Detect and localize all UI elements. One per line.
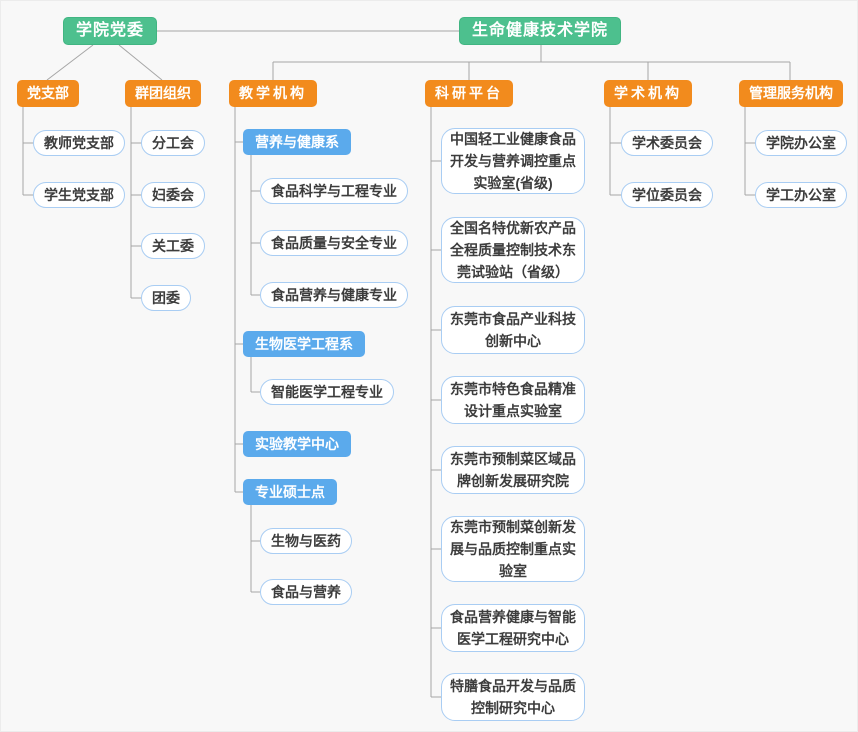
leaf-research-station-agri-products[interactable]: 全国名特优新农产品全程质量控制技术东莞试验站（省级） [441, 217, 585, 283]
leaf-teacher-party-branch[interactable]: 教师党支部 [33, 130, 125, 156]
leaf-labor-union[interactable]: 分工会 [141, 130, 205, 156]
leaf-research-premade-dish-institute[interactable]: 东莞市预制菜区域品牌创新发展研究院 [441, 446, 585, 494]
leaf-food-nutrition[interactable]: 食品与营养 [260, 579, 352, 605]
leaf-intelligent-medical-engineering-major[interactable]: 智能医学工程专业 [260, 379, 394, 405]
leaf-food-science-engineering-major[interactable]: 食品科学与工程专业 [260, 178, 408, 204]
branch-admin-service-institutions[interactable]: 管理服务机构 [739, 80, 843, 107]
dept-biomedical-engineering[interactable]: 生物医学工程系 [243, 331, 365, 357]
branch-research-platforms[interactable]: 科研平台 [425, 80, 513, 107]
leaf-student-party-branch[interactable]: 学生党支部 [33, 182, 125, 208]
leaf-food-nutrition-health-major[interactable]: 食品营养与健康专业 [260, 282, 408, 308]
leaf-college-office[interactable]: 学院办公室 [755, 130, 847, 156]
leaf-research-special-food-center[interactable]: 特膳食品开发与品质控制研究中心 [441, 673, 585, 721]
leaf-student-affairs-office[interactable]: 学工办公室 [755, 182, 847, 208]
leaf-degree-committee[interactable]: 学位委员会 [621, 182, 713, 208]
branch-mass-organizations[interactable]: 群团组织 [125, 80, 201, 107]
leaf-research-food-industry-center[interactable]: 东莞市食品产业科技创新中心 [441, 306, 585, 354]
leaf-research-premade-dish-lab[interactable]: 东莞市预制菜创新发展与品质控制重点实验室 [441, 516, 585, 582]
leaf-women-committee[interactable]: 妇委会 [141, 182, 205, 208]
leaf-academic-committee[interactable]: 学术委员会 [621, 130, 713, 156]
dept-professional-masters[interactable]: 专业硕士点 [243, 479, 337, 505]
leaf-research-nutrition-medical-center[interactable]: 食品营养健康与智能医学工程研究中心 [441, 604, 585, 652]
dept-nutrition-health[interactable]: 营养与健康系 [243, 129, 351, 155]
leaf-care-next-generation-committee[interactable]: 关工委 [141, 233, 205, 259]
leaf-research-lab-light-industry[interactable]: 中国轻工业健康食品开发与营养调控重点实验室(省级) [441, 128, 585, 194]
leaf-biology-medicine[interactable]: 生物与医药 [260, 528, 352, 554]
branch-teaching-institutions[interactable]: 教学机构 [229, 80, 317, 107]
leaf-research-specialty-food-lab[interactable]: 东莞市特色食品精准设计重点实验室 [441, 376, 585, 424]
node-college-party-committee[interactable]: 学院党委 [63, 17, 158, 45]
node-college[interactable]: 生命健康技术学院 [459, 17, 622, 45]
dept-experimental-teaching-center[interactable]: 实验教学中心 [243, 431, 351, 457]
leaf-food-quality-safety-major[interactable]: 食品质量与安全专业 [260, 230, 408, 256]
leaf-youth-league-committee[interactable]: 团委 [141, 285, 191, 311]
branch-academic-institutions[interactable]: 学术机构 [604, 80, 692, 107]
branch-party-branches[interactable]: 党支部 [17, 80, 79, 107]
